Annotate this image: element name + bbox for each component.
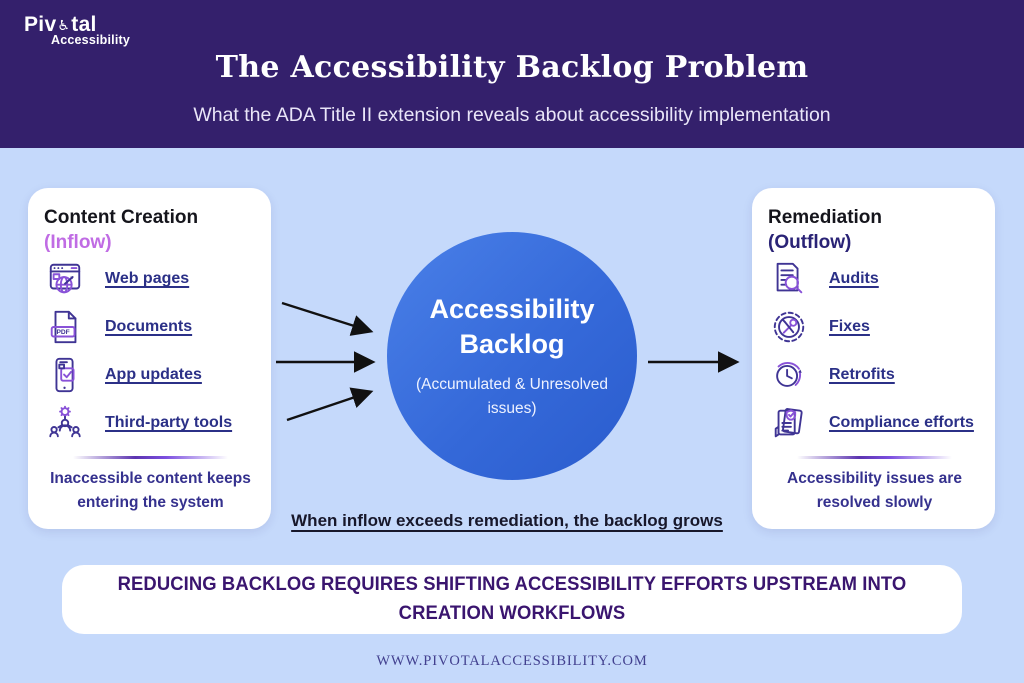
list-item-compliance-efforts: Compliance efforts bbox=[768, 399, 981, 447]
list-item-retrofits: Retrofits bbox=[768, 351, 981, 399]
backlog-subtitle: (Accumulated & Unresolved issues) bbox=[415, 376, 609, 417]
brand-logo: Piv♿tal Accessibility bbox=[24, 13, 130, 47]
gear-tools-icon bbox=[773, 311, 805, 343]
website-url: WWW.PIVOTALACCESSIBILITY.COM bbox=[376, 653, 648, 669]
content-creation-title: Content Creation (Inflow) bbox=[44, 205, 257, 255]
key-takeaway-text: REDUCING BACKLOG REQUIRES SHIFTING ACCES… bbox=[117, 574, 907, 624]
web-pages-icon bbox=[49, 263, 81, 294]
outflow-footnote: Accessibility issues are resolved slowly bbox=[787, 469, 962, 511]
documents-link: Documents bbox=[105, 318, 193, 336]
backlog-caption: When inflow exceeds remediation, the bac… bbox=[291, 511, 723, 530]
retrofits-link: Retrofits bbox=[829, 366, 895, 384]
list-item-web-pages: Web pages bbox=[44, 255, 257, 303]
page-title: The Accessibility Backlog Problem bbox=[215, 50, 809, 85]
inflow-arrow-bottom bbox=[286, 387, 374, 422]
inflow-footnote: Inaccessible content keeps entering the … bbox=[50, 469, 251, 511]
audit-magnifier-icon bbox=[776, 263, 803, 294]
header-band: Piv♿tal Accessibility The Accessibility … bbox=[0, 0, 1024, 148]
audits-link: Audits bbox=[829, 270, 879, 288]
outflow-label: (Outflow) bbox=[768, 232, 852, 254]
content-creation-card: Content Creation (Inflow) Web pages bbox=[28, 188, 271, 529]
app-updates-icon bbox=[55, 358, 75, 393]
pdf-document-icon: PDF bbox=[50, 311, 77, 344]
compliance-efforts-link: Compliance efforts bbox=[829, 414, 974, 432]
app-updates-link: App updates bbox=[105, 366, 202, 384]
key-takeaway-banner: REDUCING BACKLOG REQUIRES SHIFTING ACCES… bbox=[62, 565, 962, 634]
list-item-fixes: Fixes bbox=[768, 303, 981, 351]
wheelchair-icon: ♿ bbox=[57, 18, 71, 34]
third-party-tools-icon bbox=[49, 405, 81, 438]
accessibility-backlog-circle: Accessibility Backlog (Accumulated & Unr… bbox=[387, 232, 637, 480]
brand-suffix: tal bbox=[71, 13, 97, 36]
clock-refresh-icon bbox=[776, 362, 802, 388]
page-subtitle: What the ADA Title II extension reveals … bbox=[193, 104, 831, 126]
list-item-documents: PDF Documents bbox=[44, 303, 257, 351]
fixes-link: Fixes bbox=[829, 318, 870, 336]
remediation-title-text: Remediation bbox=[768, 207, 883, 228]
backlog-title: Accessibility Backlog bbox=[429, 294, 595, 360]
third-party-tools-link: Third-party tools bbox=[105, 414, 233, 432]
list-item-audits: Audits bbox=[768, 255, 981, 303]
remediation-title: Remediation (Outflow) bbox=[768, 205, 981, 255]
card-divider bbox=[797, 456, 952, 459]
card-divider bbox=[73, 456, 228, 459]
remediation-card: Remediation (Outflow) Audits bbox=[752, 188, 995, 529]
brand-wordmark: Piv♿tal bbox=[24, 13, 130, 37]
pdf-icon-text: PDF bbox=[56, 329, 69, 336]
compliance-docs-icon bbox=[774, 408, 803, 438]
list-item-third-party-tools: Third-party tools bbox=[44, 399, 257, 447]
web-pages-link: Web pages bbox=[105, 270, 190, 288]
brand-prefix: Piv bbox=[24, 13, 57, 36]
inflow-arrow-top bbox=[281, 301, 374, 336]
inflow-label: (Inflow) bbox=[44, 232, 112, 254]
content-creation-title-text: Content Creation bbox=[44, 207, 199, 228]
list-item-app-updates: App updates bbox=[44, 351, 257, 399]
brand-tagline: Accessibility bbox=[51, 33, 131, 47]
